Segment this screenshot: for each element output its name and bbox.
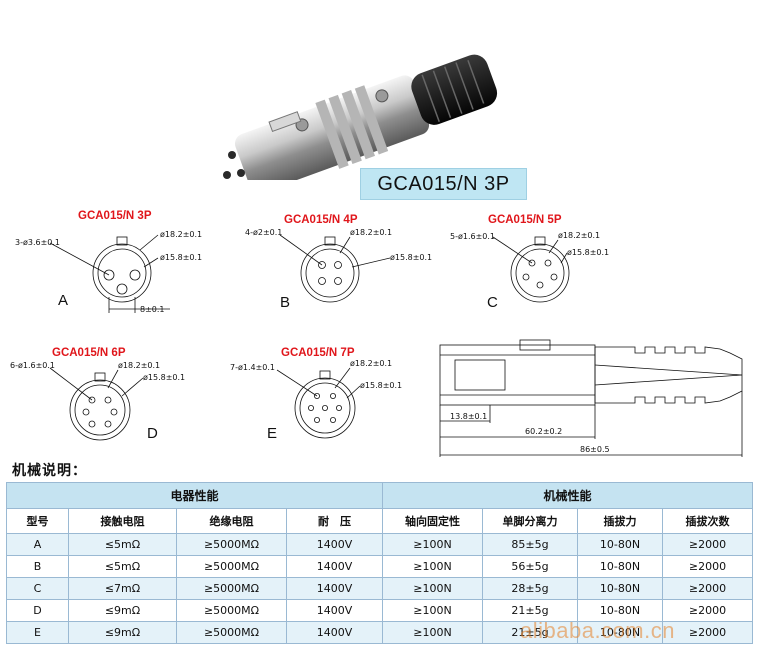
model-label: GCA015/N 3P bbox=[360, 168, 527, 200]
table-cell: ≥5000MΩ bbox=[176, 555, 287, 578]
table-cell: 10-80N bbox=[577, 555, 664, 578]
table-cell: 21±5g bbox=[482, 599, 579, 622]
table-cell: ≥5000MΩ bbox=[176, 599, 287, 622]
table-cell: ≥100N bbox=[382, 555, 484, 578]
table-cell: ≥100N bbox=[382, 599, 484, 622]
drawing-title: GCA015/N 7P bbox=[281, 347, 355, 359]
drawing-letter: A bbox=[58, 292, 68, 309]
table-cell: ≥100N bbox=[382, 533, 484, 556]
pin-dim: 3-ø3.6±0.1 bbox=[15, 238, 60, 247]
table-cell: ≥100N bbox=[382, 621, 484, 644]
drawing-7p: GCA015/N 7P 7-ø1.4±0.1 ø18.2±0.1 ø15.8±0… bbox=[230, 347, 402, 442]
table-cell: 10-80N bbox=[577, 577, 664, 600]
spec-section-title: 机械说明： bbox=[12, 463, 87, 479]
outer-dim: ø18.2±0.1 bbox=[160, 230, 202, 239]
drawing-title: GCA015/N 5P bbox=[488, 214, 562, 226]
column-header: 轴向固定性 bbox=[382, 508, 484, 534]
column-header: 型号 bbox=[6, 508, 69, 534]
table-cell: ≤9mΩ bbox=[68, 599, 177, 622]
drawing-title: GCA015/N 6P bbox=[52, 347, 126, 359]
drawing-title: GCA015/N 4P bbox=[284, 214, 358, 226]
table-cell: 28±5g bbox=[482, 577, 579, 600]
column-header: 插拔次数 bbox=[662, 508, 754, 534]
pin-dim: 5-ø1.6±0.1 bbox=[450, 232, 495, 241]
connector-photo bbox=[223, 54, 498, 180]
drawing-letter: E bbox=[267, 425, 277, 442]
drawing-letter: B bbox=[280, 294, 290, 311]
spec-table: 电器性能 机械性能 型号 接触电阻 绝缘电阻 耐 压 轴向固定性 单脚分离力 插… bbox=[5, 482, 754, 644]
inner-dim: ø15.8±0.1 bbox=[390, 253, 432, 262]
table-cell: ≥5000MΩ bbox=[176, 621, 287, 644]
table-cell: 10-80N bbox=[577, 621, 664, 644]
outer-dim: ø18.2±0.1 bbox=[350, 228, 392, 237]
side-view-drawing: 13.8±0.1 60.2±0.2 86±0.5 bbox=[439, 339, 743, 457]
table-cell: 10-80N bbox=[577, 533, 664, 556]
table-cell: ≤5mΩ bbox=[68, 533, 177, 556]
table-cell: ≥2000 bbox=[662, 533, 754, 556]
group-header-electrical: 电器性能 bbox=[5, 482, 384, 509]
column-header: 绝缘电阻 bbox=[176, 508, 287, 534]
table-cell: ≤9mΩ bbox=[68, 621, 177, 644]
watermark: alibaba.com.cn bbox=[520, 618, 675, 643]
table-row: A ≤5mΩ ≥5000MΩ 1400V ≥100N 85±5g 10-80N … bbox=[6, 533, 754, 556]
table-cell: ≥2000 bbox=[662, 555, 754, 578]
column-header: 单脚分离力 bbox=[482, 508, 579, 534]
inner-dim: ø15.8±0.1 bbox=[360, 381, 402, 390]
table-cell: 85±5g bbox=[482, 533, 579, 556]
table-cell: 1400V bbox=[285, 577, 384, 600]
table-cell: C bbox=[6, 577, 69, 600]
spacing-dim: 8±0.1 bbox=[140, 305, 165, 314]
table-cell: ≤5mΩ bbox=[68, 555, 177, 578]
table-cell: A bbox=[6, 533, 69, 556]
table-row: D ≤9mΩ ≥5000MΩ 1400V ≥100N 21±5g 10-80N … bbox=[6, 599, 754, 622]
pin-dim: 6-ø1.6±0.1 bbox=[10, 361, 55, 370]
drawing-3p: GCA015/N 3P 3-ø3.6±0.1 ø18.2±0.1 ø15.8±0… bbox=[15, 210, 202, 314]
table-cell: 1400V bbox=[285, 599, 384, 622]
inner-dim: ø15.8±0.1 bbox=[567, 248, 609, 257]
table-cell: E bbox=[6, 621, 69, 644]
table-cell: 1400V bbox=[285, 621, 384, 644]
drawing-6p: GCA015/N 6P 6-ø1.6±0.1 ø18.2±0.1 ø15.8±0… bbox=[10, 347, 185, 442]
column-header: 插拔力 bbox=[577, 508, 664, 534]
outer-dim: ø18.2±0.1 bbox=[558, 231, 600, 240]
table-row: E ≤9mΩ ≥5000MΩ 1400V ≥100N 21±5g 10-80N … bbox=[6, 621, 754, 644]
table-cell: ≥2000 bbox=[662, 599, 754, 622]
table-cell: D bbox=[6, 599, 69, 622]
table-cell: 1400V bbox=[285, 555, 384, 578]
drawing-letter: C bbox=[487, 294, 498, 311]
dim-front-length: 13.8±0.1 bbox=[450, 412, 487, 421]
group-header-mechanical: 机械性能 bbox=[382, 482, 754, 509]
drawing-letter: D bbox=[147, 425, 158, 442]
pin-dim: 4-ø2±0.1 bbox=[245, 228, 282, 237]
dim-body-length: 60.2±0.2 bbox=[525, 427, 562, 436]
drawing-5p: GCA015/N 5P 5-ø1.6±0.1 ø18.2±0.1 ø15.8±0… bbox=[450, 214, 609, 311]
table-cell: B bbox=[6, 555, 69, 578]
table-cell: 56±5g bbox=[482, 555, 579, 578]
table-cell: ≥2000 bbox=[662, 621, 754, 644]
table-cell: 1400V bbox=[285, 533, 384, 556]
outer-dim: ø18.2±0.1 bbox=[350, 359, 392, 368]
table-cell: ≥2000 bbox=[662, 577, 754, 600]
inner-dim: ø15.8±0.1 bbox=[160, 253, 202, 262]
drawing-title: GCA015/N 3P bbox=[78, 210, 152, 222]
table-cell: ≥5000MΩ bbox=[176, 577, 287, 600]
outer-dim: ø18.2±0.1 bbox=[118, 361, 160, 370]
table-cell: ≥5000MΩ bbox=[176, 533, 287, 556]
table-row: C ≤7mΩ ≥5000MΩ 1400V ≥100N 28±5g 10-80N … bbox=[6, 577, 754, 600]
table-cell: ≤7mΩ bbox=[68, 577, 177, 600]
column-header: 耐 压 bbox=[285, 508, 384, 534]
inner-dim: ø15.8±0.1 bbox=[143, 373, 185, 382]
table-row: B ≤5mΩ ≥5000MΩ 1400V ≥100N 56±5g 10-80N … bbox=[6, 555, 754, 578]
pin-dim: 7-ø1.4±0.1 bbox=[230, 363, 275, 372]
column-header: 接触电阻 bbox=[68, 508, 177, 534]
table-cell: 21±5g bbox=[482, 621, 579, 644]
table-cell: ≥100N bbox=[382, 577, 484, 600]
dim-total-length: 86±0.5 bbox=[580, 445, 610, 454]
drawing-4p: GCA015/N 4P 4-ø2±0.1 ø18.2±0.1 ø15.8±0.1… bbox=[245, 214, 432, 311]
